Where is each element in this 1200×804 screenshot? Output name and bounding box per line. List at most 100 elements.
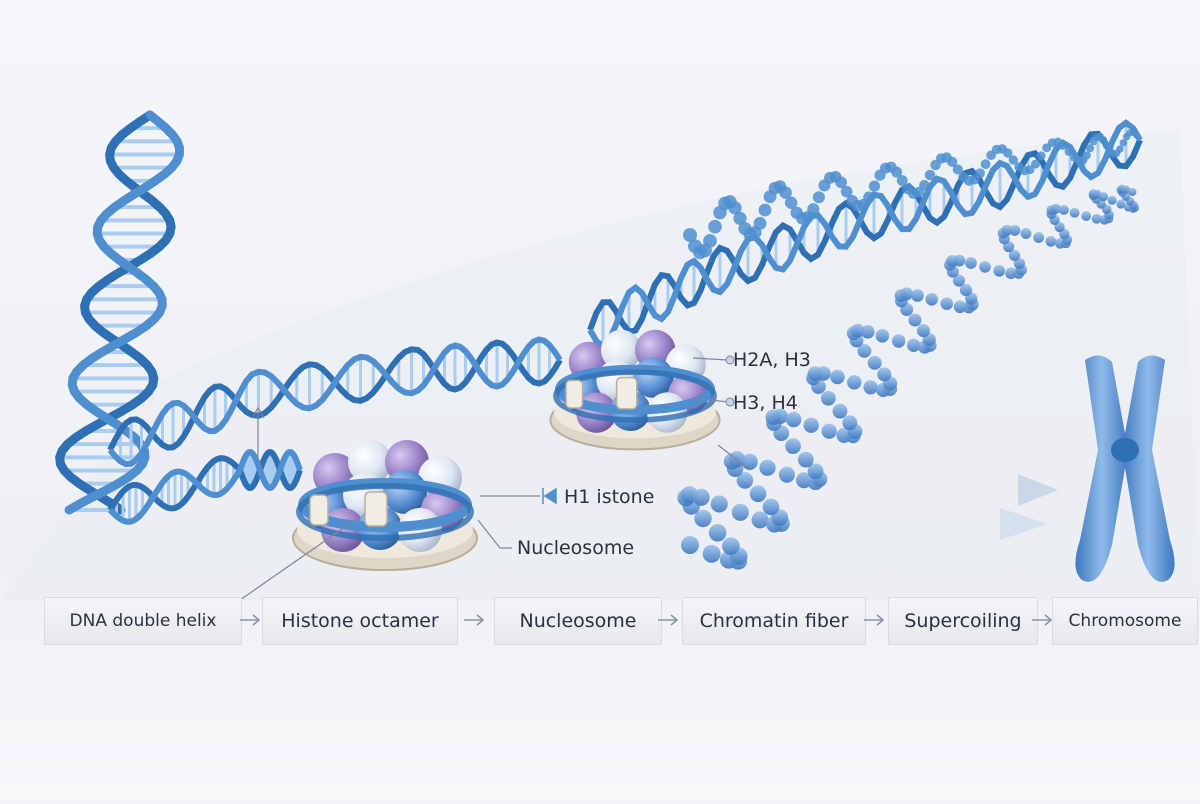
chromatin-bead [708,523,727,542]
chromatin-bead [786,411,802,428]
chromatin-bead [900,287,914,301]
chromatin-bead [722,537,740,555]
chromatin-bead [733,211,747,225]
chromatin-bead [784,196,798,209]
leader-line [717,444,751,471]
chromatin-bead [1025,165,1035,175]
linker-dna [107,336,563,468]
chromatin-bead [1042,143,1052,153]
chromatid [1075,355,1128,582]
arrow-up-icon [251,406,265,419]
backbone-strand [107,336,563,468]
chromatin-bead [708,219,722,234]
chromatin-bead [749,485,767,503]
chromatin-bead [1119,139,1128,147]
chromatin-bead [1091,213,1102,224]
chromatin-bead [683,228,697,242]
wrapped-dna [296,483,474,541]
step-label: Chromatin fiber [699,610,849,632]
chromatin-bead [979,261,991,273]
wrapped-dna [553,369,717,423]
chromatin-bead [911,289,924,302]
chromatin-bead [1116,199,1126,209]
chromatin-bead [940,297,954,310]
chromatin-bead [681,536,699,554]
chromatin-bead [816,366,831,381]
chromatin-bead [741,453,758,470]
linker-dna [107,448,303,525]
chromatin-bead [1116,145,1124,153]
chromatin-bead [1050,203,1061,214]
leader-line [477,519,512,549]
arrow-right-icon [464,614,485,626]
chromatid [1122,355,1175,582]
chromatin-bead [875,329,890,343]
chromatin-bead [891,334,906,348]
chromatin-bead [850,323,865,338]
chromatin-bead [896,175,908,186]
histone-protein [383,470,427,514]
chromatin-bead [1045,235,1057,247]
chromatin-bead [820,390,836,406]
arrow-right-icon [658,614,679,626]
chromatin-bead [947,156,958,167]
chromatin-bead [692,488,710,506]
chromatin-bead [778,466,795,483]
histone-protein [600,329,642,371]
chromatin-bead [832,403,848,419]
arrow-right-icon [1032,614,1053,626]
chromatin-bead [1085,144,1095,153]
leader-dot [725,355,735,365]
dna-clamp [615,376,638,410]
chromatin-bead [835,176,847,189]
chromatin-bead [785,438,801,455]
label-nucleosome: Nucleosome [517,537,635,559]
chromatin-bead [807,463,824,480]
chromatin-bead [779,186,792,199]
leader-line [239,519,356,601]
chromatin-bead [993,265,1006,277]
step-label: Histone octamer [281,610,439,632]
histone-protein [348,440,392,484]
step-histone-octamer: Histone octamer [262,597,458,645]
chromatin-bead [868,180,881,192]
chromatin-bead [907,338,921,353]
chromatin-bead [867,355,882,370]
step-nucleosome: Nucleosome [494,597,662,645]
arrow-right-icon [1018,474,1058,506]
backbone-strand [107,449,303,525]
leader-line [692,357,729,361]
step-chromatin-fiber: Chromatin fiber [682,597,866,645]
leader-line [692,397,729,403]
chromatin-bead [1008,249,1021,262]
chromatin-bead [1033,232,1045,243]
chromatin-bead [1121,185,1131,194]
dna-clamp [309,494,329,526]
chromatin-bead [925,292,939,306]
chromatin-bead [736,472,754,489]
chromatin-bead [1059,141,1068,150]
chromatin-bead [702,544,721,563]
chromatin-bead [969,174,980,185]
chromatin-bead [975,168,985,179]
chromatin-bead [731,503,749,521]
chromatin-bead [842,415,858,431]
arrow-right-icon [240,614,261,626]
process-arrows [1000,474,1058,540]
chromatin-bead [1064,147,1074,156]
chromatin-bead [953,300,967,314]
chromatin-bead [863,380,878,395]
chromatin-bead [710,495,728,513]
backbone-strand [587,119,1143,350]
chromatin-bead [1013,257,1026,270]
arrow-right-icon [864,614,885,626]
chromatin-bead [1031,159,1041,169]
chromatin-bead [812,191,825,204]
label-h3-h4: H3, H4 [733,392,798,414]
chromatin-bead [751,511,769,529]
chromatin-bead [759,459,776,476]
backbone-strand [55,110,176,515]
chromatin-bead [772,408,788,425]
